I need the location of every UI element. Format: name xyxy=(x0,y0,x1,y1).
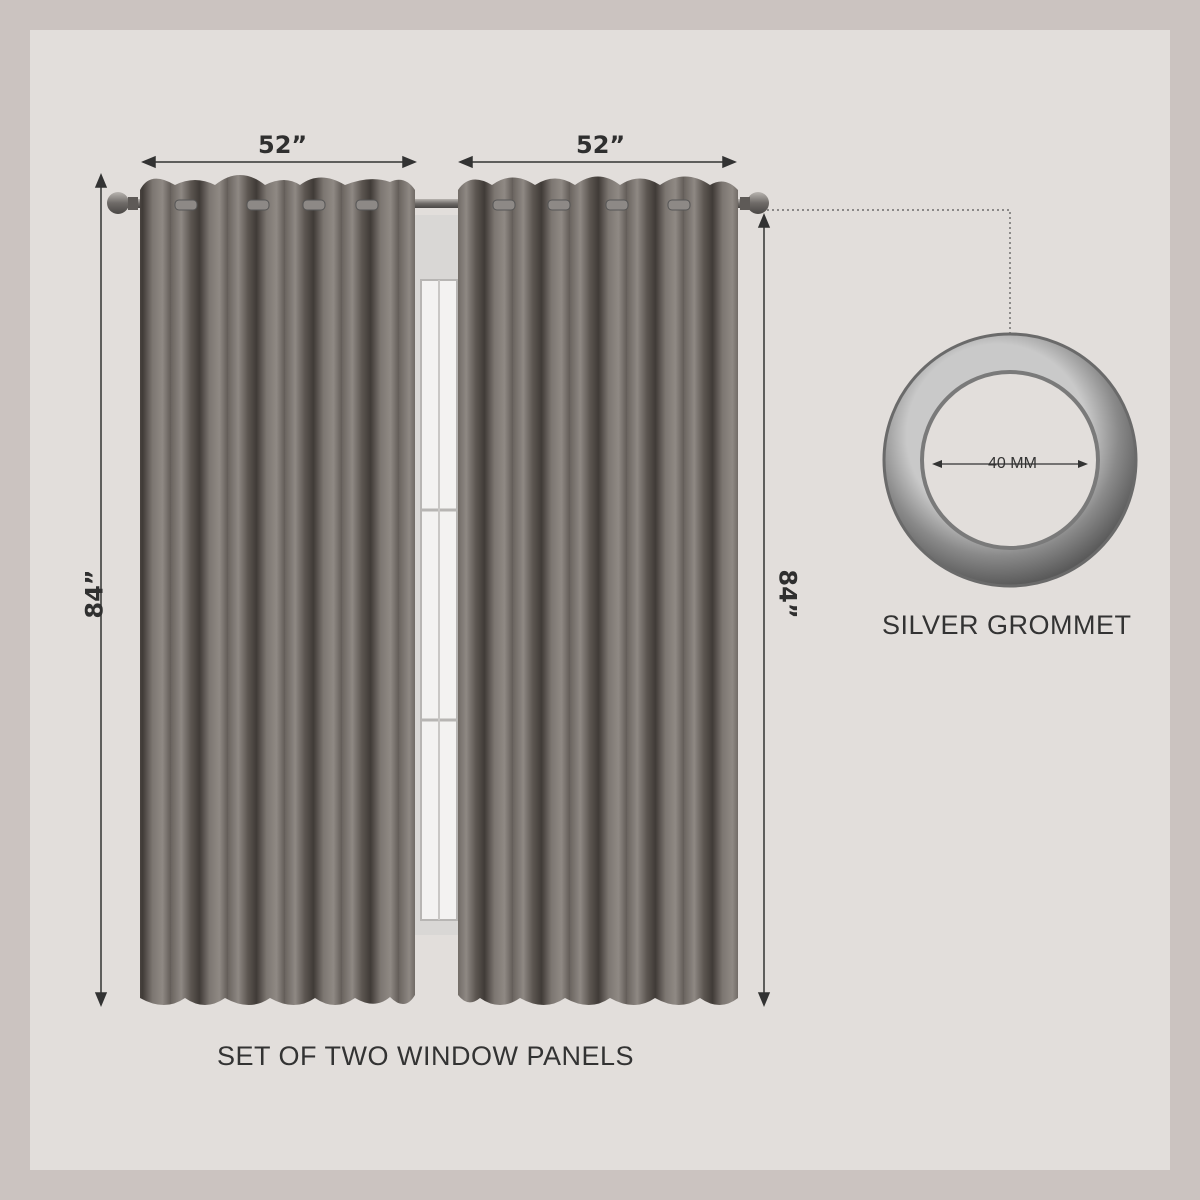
left-width-label: 52” xyxy=(258,131,308,159)
right-height-label: 84” xyxy=(773,569,802,619)
product-caption: SET OF TWO WINDOW PANELS xyxy=(217,1041,635,1071)
window-frame xyxy=(415,215,463,935)
grommet-caption: SILVER GROMMET xyxy=(882,610,1132,640)
dimension-lines xyxy=(94,155,771,1007)
right-curtain-panel xyxy=(458,176,738,1005)
left-curtain-panel xyxy=(140,175,415,1005)
silver-grommet-image xyxy=(882,332,1138,588)
left-height-label: 84” xyxy=(80,569,109,619)
right-width-label: 52” xyxy=(576,131,626,159)
grommet-leader-line xyxy=(762,209,1011,340)
grommet-diameter-label: 40 MM xyxy=(988,455,1037,472)
